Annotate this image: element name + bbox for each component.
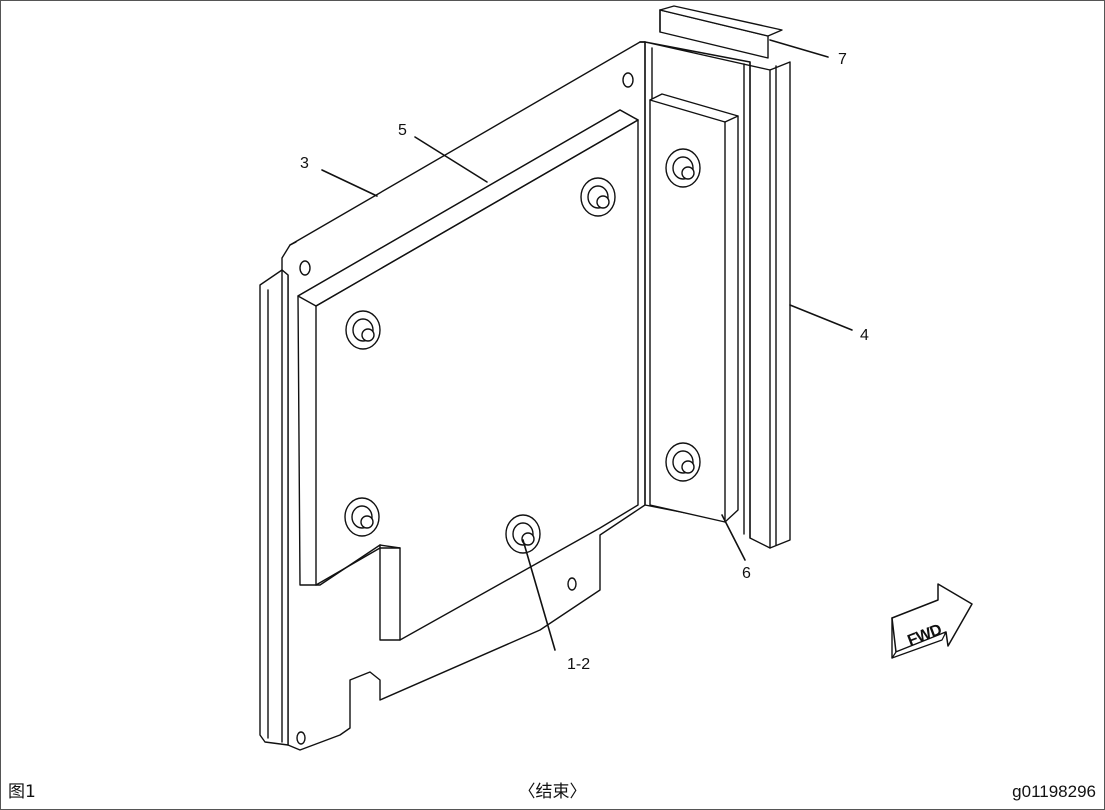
graphic-code: g01198296 xyxy=(1012,782,1096,801)
figure-number: 图1 xyxy=(8,782,36,802)
bolt-1 xyxy=(345,310,381,350)
leader-1-2 xyxy=(522,539,556,651)
leader-7 xyxy=(769,39,829,58)
callout-7: 7 xyxy=(838,51,847,68)
bolt-2 xyxy=(580,177,616,217)
leader-4 xyxy=(789,304,853,331)
callout-labels: 3 5 7 4 6 1-2 xyxy=(300,51,869,673)
bolt-4 xyxy=(505,514,541,554)
callout-5: 5 xyxy=(398,122,407,139)
bolt-5 xyxy=(665,148,701,188)
part-6-small-pad xyxy=(649,93,739,523)
callout-3: 3 xyxy=(300,155,309,172)
callout-1-2: 1-2 xyxy=(567,656,590,673)
callout-4: 4 xyxy=(860,327,869,344)
part-5-large-pad xyxy=(297,109,639,641)
leader-lines xyxy=(321,39,853,651)
bolt-6 xyxy=(665,442,701,482)
end-marker: 〈结束〉 xyxy=(518,782,587,802)
bolt-3 xyxy=(344,497,380,537)
part-4-vertical-bracket xyxy=(644,41,791,549)
part-7-top-block xyxy=(659,5,783,59)
leader-6 xyxy=(721,514,746,561)
leader-5 xyxy=(414,136,488,183)
callout-6: 6 xyxy=(742,565,751,582)
bolts-1-2 xyxy=(344,148,701,554)
forward-arrow-icon: FWD xyxy=(891,583,973,659)
leader-3 xyxy=(321,169,378,197)
